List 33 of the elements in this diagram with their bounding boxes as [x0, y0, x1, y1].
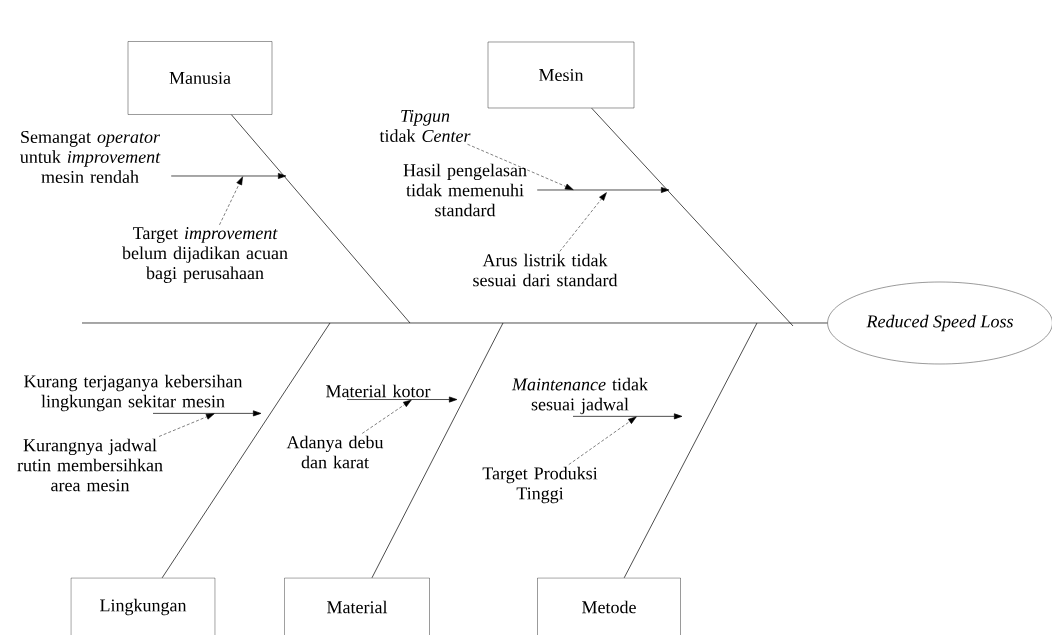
cause-text: Target improvement belum dijadikan acuan bagi perusahaan [122, 227, 288, 283]
sub-cause-arrow [559, 192, 607, 252]
bone-line [371, 322, 504, 579]
spine-line [81, 322, 828, 324]
category-box: Manusia [127, 41, 273, 115]
cause-text: Semangat operator untuk improvement mesin rendah [20, 130, 161, 184]
bone-line [591, 107, 794, 327]
sub-cause-arrow [467, 144, 574, 190]
cause-arrow [536, 187, 670, 193]
cause-text: Maintenance tidak sesuai jadwal [511, 377, 648, 415]
cause-arrow [346, 396, 458, 403]
bone-line [623, 322, 758, 579]
category-box: Material [284, 577, 430, 635]
cause-text: Hasil pengelasan tidak memenuhi standard [403, 163, 527, 217]
category-box: Lingkungan [70, 577, 216, 635]
cause-text: Kurangnya jadwal rutin membersihkan area mesin [17, 438, 163, 492]
cause-arrow [152, 410, 262, 417]
sub-cause-arrow [568, 416, 637, 465]
cause-text: Arus listrik tidak sesuai dari standard [473, 253, 618, 287]
category-box: Metode [537, 577, 681, 635]
cause-arrow [572, 413, 683, 420]
cause-text: Tipgun tidak Center [379, 109, 471, 143]
sub-cause-arrow [361, 399, 412, 434]
cause-text: Target Produksi Tinggi [482, 466, 598, 504]
category-box: Mesin [487, 41, 635, 109]
sub-cause-arrow [219, 176, 243, 226]
cause-text: Adanya debu dan karat [286, 435, 384, 469]
bone-line [161, 322, 331, 579]
bone-line [231, 114, 411, 324]
cause-arrow [170, 173, 287, 179]
sub-cause-arrow [158, 413, 215, 437]
cause-text: Kurang terjaganya kebersihan lingkungan sekitar mesin [24, 374, 243, 412]
cause-text: Material kotor [326, 384, 431, 398]
